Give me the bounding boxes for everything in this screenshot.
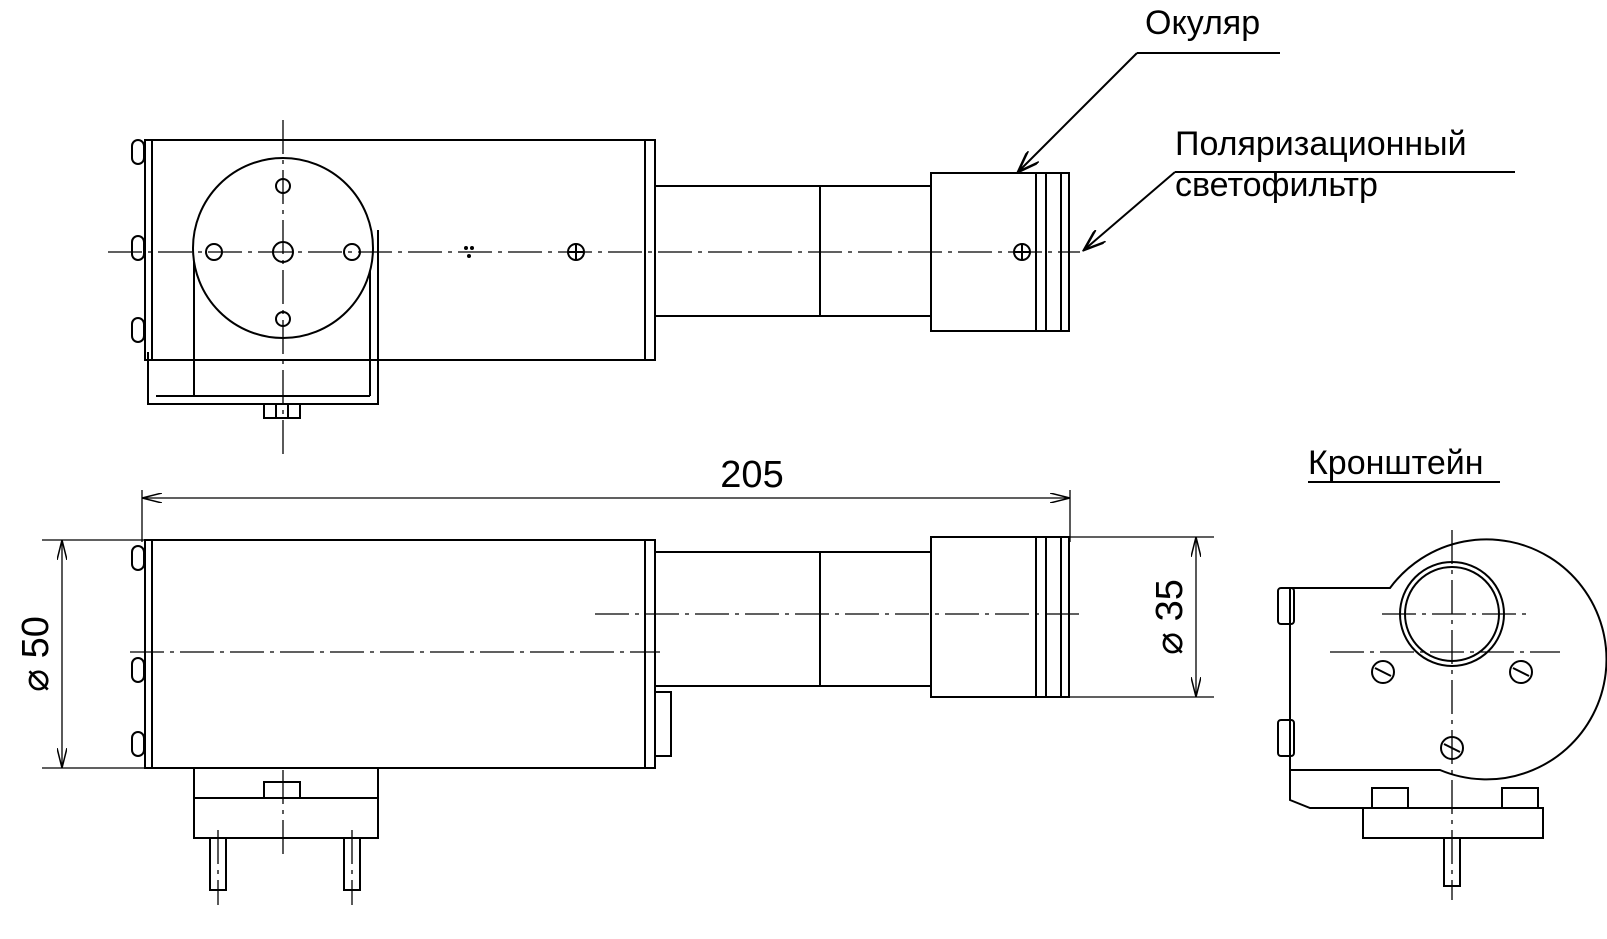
diameter-symbol: ⌀ [15, 669, 57, 692]
length-dimension-label: 205 [720, 454, 783, 496]
polarizer-callout: Поляризационный светофильтр [1084, 125, 1515, 250]
svg-text:⌀ 50: ⌀ 50 [15, 616, 57, 692]
bracket-view [1277, 530, 1607, 900]
eyepiece-callout: Окуляр [1018, 4, 1280, 172]
side-view [130, 536, 1080, 905]
diameter-symbol-2: ⌀ [1149, 632, 1191, 655]
polarizer-label-line1: Поляризационный [1175, 125, 1467, 163]
eyepiece-label: Окуляр [1145, 4, 1260, 42]
body-diameter-label: 50 [15, 616, 57, 658]
dimension-diameter-50: ⌀ 50 [15, 539, 145, 769]
polarizer-label-line2: светофильтр [1175, 166, 1378, 204]
svg-text:⌀ 35: ⌀ 35 [1149, 579, 1191, 655]
top-view [108, 120, 1080, 455]
dimension-205: 205 [141, 454, 1071, 542]
eyepiece-diameter-label: 35 [1149, 579, 1191, 621]
bracket-label: Кронштейн [1308, 444, 1484, 482]
dimension-diameter-35: ⌀ 35 [1069, 536, 1214, 698]
bracket-title: Кронштейн [1308, 444, 1500, 483]
